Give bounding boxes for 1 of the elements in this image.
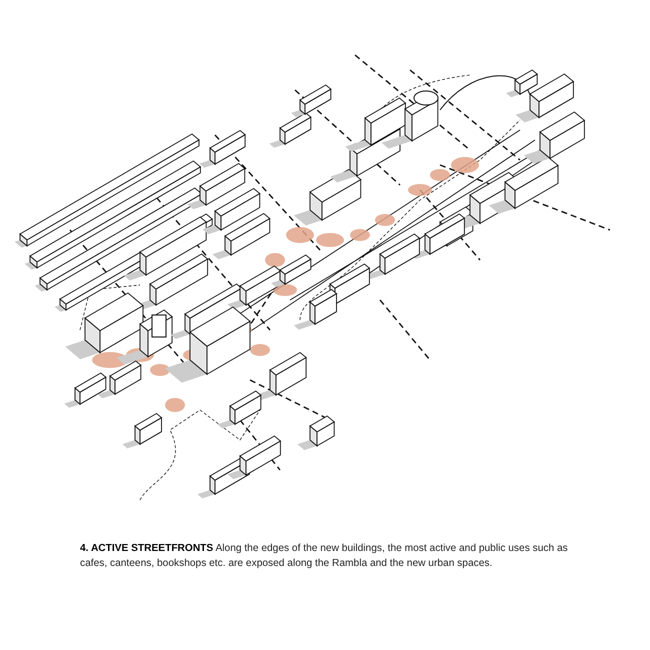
caption: 4. ACTIVE STREETFRONTS Along the edges of the new buildings, the most active and public uses such as cafes, canteens, bookshops etc. are exposed along the Rambla and the new urban spaces.	[80, 542, 569, 571]
